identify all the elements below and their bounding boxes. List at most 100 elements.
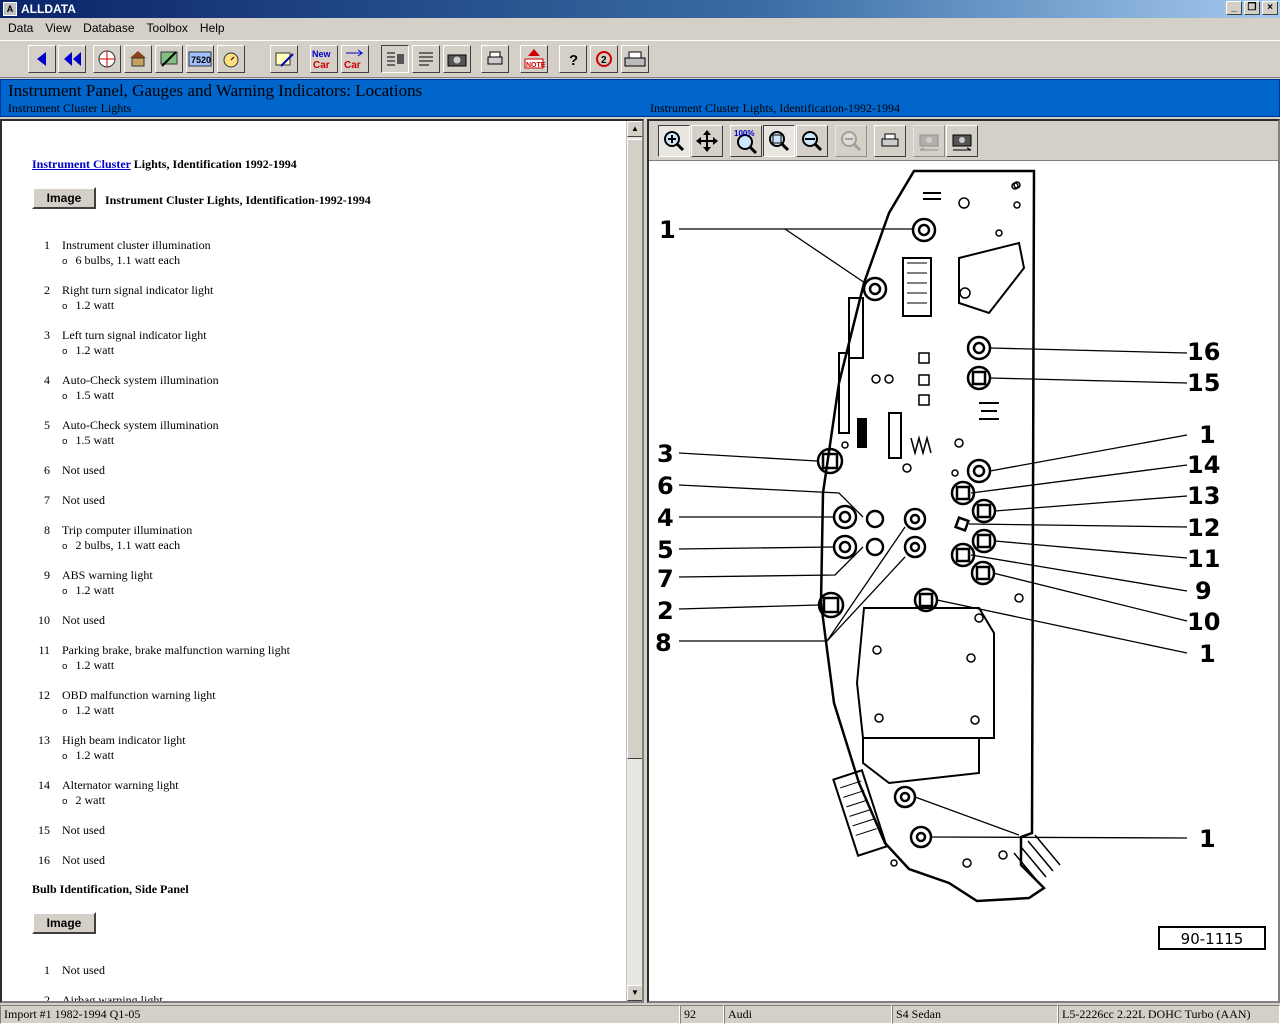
item-number: 3 — [44, 328, 50, 342]
bullet-icon: o — [62, 437, 68, 447]
item-number: 8 — [44, 523, 50, 537]
item-detail-text: 1.2 watt — [75, 703, 115, 717]
page-title: Instrument Panel, Gauges and Warning Ind… — [8, 81, 423, 100]
alldata-icon: A — [3, 2, 17, 16]
close-button[interactable]: × — [1262, 1, 1278, 15]
tsb-icon: 7520 — [188, 51, 212, 67]
item-text: Not used — [62, 463, 105, 477]
fax-button[interactable] — [621, 45, 649, 73]
help-button[interactable]: ? — [559, 45, 587, 73]
bullet-icon: o — [62, 257, 68, 267]
status-engine: L5-2226cc 2.22L DOHC Turbo (AAN) — [1058, 1005, 1280, 1024]
image-view-button[interactable] — [443, 45, 471, 73]
notes-button[interactable] — [270, 45, 298, 73]
item-number: 1 — [44, 238, 50, 252]
cluster-lights-drawing: 1 3 6 4 5 7 2 8 16 15 1 14 13 12 11 9 10… — [655, 169, 1266, 950]
item-detail-text: 1.5 watt — [75, 433, 115, 447]
callout-left-7: 7 — [657, 565, 674, 593]
section-title-cluster-lights: Instrument Cluster Lights, Identificatio… — [32, 157, 297, 172]
menu-view[interactable]: View — [45, 21, 72, 35]
camera-icon — [447, 54, 467, 67]
callout-right-16: 16 — [1187, 338, 1220, 366]
print-button[interactable] — [481, 45, 509, 73]
text-pane-scrollbar[interactable]: ▲ ▼ — [626, 121, 642, 1001]
scroll-thumb[interactable] — [627, 139, 642, 759]
minimize-button[interactable]: _ — [1226, 1, 1242, 15]
printer-icon — [487, 51, 503, 65]
callout-left-4: 4 — [657, 504, 674, 532]
item-number: 10 — [38, 613, 50, 627]
back-arrow-icon — [37, 52, 46, 66]
window-title: ALLDATA — [21, 2, 76, 16]
scroll-down-button[interactable]: ▼ — [627, 985, 642, 1001]
text-view-button[interactable] — [412, 45, 440, 73]
callout-left-8: 8 — [655, 629, 672, 657]
back-all-button[interactable] — [58, 45, 86, 73]
next-image-button[interactable] — [946, 125, 978, 157]
image-button-2[interactable]: Image — [32, 912, 96, 934]
back-button[interactable] — [28, 45, 56, 73]
item-number: 6 — [44, 463, 50, 477]
item-text: ABS warning light — [62, 568, 153, 582]
svg-text:?: ? — [569, 52, 578, 69]
item-number: 15 — [38, 823, 50, 837]
svg-text:NOTE: NOTE — [526, 62, 546, 69]
bullet-icon: o — [62, 302, 68, 312]
switch-car-button[interactable]: Car — [341, 45, 369, 73]
zoom-100-button[interactable]: 100% — [730, 125, 762, 157]
tsb-button[interactable]: 7520 — [186, 45, 214, 73]
item-detail-text: 1.2 watt — [75, 658, 115, 672]
camera-prev-icon — [919, 134, 939, 151]
left-pane-subtitle: Instrument Cluster Lights — [8, 101, 132, 115]
print-image-button[interactable] — [874, 125, 906, 157]
globe-button[interactable] — [93, 45, 121, 73]
figure-code: 90-1115 — [1181, 930, 1244, 948]
tools-icon — [160, 51, 178, 67]
note-button[interactable]: NOTE — [520, 45, 548, 73]
svg-text:100%: 100% — [734, 129, 754, 138]
item-number: 2 — [44, 283, 50, 297]
menu-data[interactable]: Data — [8, 21, 34, 35]
instrument-cluster-link[interactable]: Instrument Cluster — [32, 157, 131, 171]
zoom-width-button[interactable] — [796, 125, 828, 157]
timer-button[interactable] — [217, 45, 245, 73]
restore-button[interactable]: ❐ — [1244, 1, 1260, 15]
item-text: Alternator warning light — [62, 778, 179, 792]
menu-toolbox[interactable]: Toolbox — [146, 21, 188, 35]
zoom-fit-button[interactable] — [763, 125, 795, 157]
bullet-icon: o — [62, 587, 68, 597]
item-text: High beam indicator light — [62, 733, 186, 747]
zoom-out-button[interactable] — [835, 125, 867, 157]
double-back-arrow-icon — [64, 52, 81, 66]
menu-help[interactable]: Help — [199, 21, 225, 35]
home-button[interactable] — [124, 45, 152, 73]
status-make: Audi — [724, 1005, 892, 1024]
zoom-in-tool-button[interactable] — [658, 125, 690, 157]
svg-text:2: 2 — [601, 55, 607, 66]
bullet-icon: o — [62, 347, 68, 357]
bullet-icon: o — [62, 542, 68, 552]
image-button-1[interactable]: Image — [32, 187, 96, 209]
right-pane-subtitle: Instrument Cluster Lights, Identificatio… — [650, 101, 900, 115]
previous-image-button[interactable] — [913, 125, 945, 157]
pan-tool-button[interactable] — [691, 125, 723, 157]
support-button[interactable]: 2 — [590, 45, 618, 73]
scroll-up-button[interactable]: ▲ — [627, 121, 642, 137]
section-title-side-panel: Bulb Identification, Side Panel — [32, 882, 189, 896]
vehicle-tools-button[interactable] — [155, 45, 183, 73]
bullet-icon: o — [62, 752, 68, 762]
item-text: Parking brake, brake malfunction warning… — [62, 643, 290, 657]
item-text: Left turn signal indicator light — [62, 328, 207, 342]
text-image-view-button[interactable] — [381, 45, 409, 73]
zoom-100-icon: 100% — [734, 129, 758, 154]
menu-database[interactable]: Database — [83, 21, 135, 35]
item-text: Not used — [62, 963, 105, 977]
section-title-rest: Lights, Identification 1992-1994 — [130, 157, 297, 171]
callout-left-2: 2 — [657, 597, 674, 625]
